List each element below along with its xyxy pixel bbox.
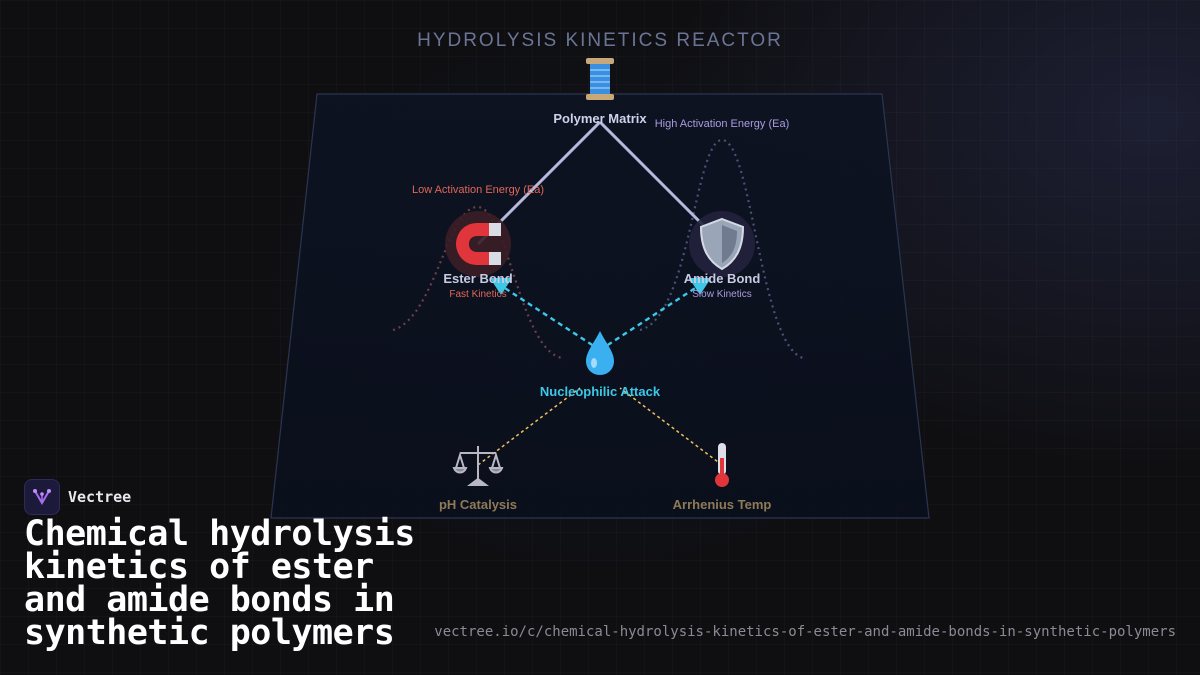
low-ea-annotation: Low Activation Energy (Ea): [412, 184, 544, 196]
balance-scale-icon: [452, 446, 504, 486]
amide-arrowhead: [689, 278, 711, 295]
high-ea-annotation: High Activation Energy (Ea): [655, 118, 790, 130]
droplet-icon: [586, 331, 614, 375]
diagram-title: HYDROLYSIS KINETICS REACTOR: [417, 30, 783, 51]
ester-label: Ester Bond: [443, 271, 512, 286]
thermometer-icon: [715, 443, 729, 487]
ester-node-halo: [445, 211, 511, 277]
brand-name: Vectree: [68, 488, 132, 506]
brand: Vectree: [24, 479, 131, 515]
shield-icon: [699, 217, 745, 271]
amide-label: Amide Bond: [684, 271, 761, 286]
spool-icon: [586, 58, 614, 100]
ester-sublabel: Fast Kinetics: [449, 289, 506, 300]
temp-label: Arrhenius Temp: [673, 497, 772, 512]
ester-arrowhead: [490, 278, 512, 295]
high-ea-curve: [639, 138, 804, 360]
page-title: Chemical hydrolysis kinetics of ester an…: [24, 514, 415, 653]
amide-sublabel: Slow Kinetics: [692, 289, 751, 300]
vectree-logo-icon: [24, 479, 60, 515]
reactor-panel: [270, 93, 930, 519]
ph-label: pH Catalysis: [439, 497, 517, 512]
attack-amide-link: [599, 283, 701, 352]
attack-label: Nucleophilic Attack: [540, 384, 661, 399]
attack-ester-link: [499, 283, 601, 352]
page-url[interactable]: vectree.io/c/chemical-hydrolysis-kinetic…: [434, 624, 1176, 640]
magnet-icon: [456, 223, 501, 265]
polymer-label: Polymer Matrix: [553, 111, 647, 126]
low-ea-curve: [392, 205, 563, 360]
